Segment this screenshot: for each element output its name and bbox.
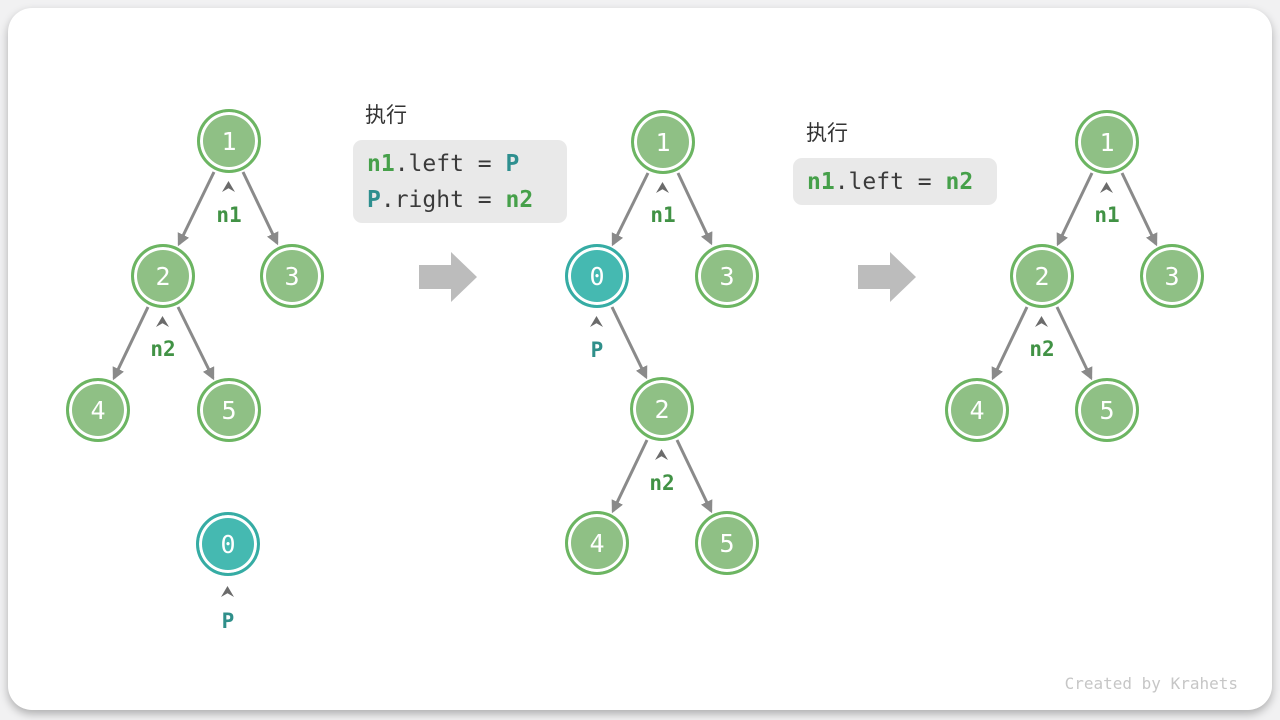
step-arrow-icon [419, 252, 477, 302]
code-token: n2 [945, 168, 974, 195]
pointer-caret-icon [156, 316, 169, 327]
pointer-label-n2: n2 [1029, 337, 1055, 361]
pointer-caret-icon [1035, 316, 1048, 327]
tree1-node-3: 3 [260, 244, 324, 308]
tree1-node-0: 0 [196, 512, 260, 576]
code-line: P.right = n2 [367, 182, 567, 218]
code-box-remove: n1.left = n2 [793, 158, 997, 205]
code-line: n1.left = P [367, 146, 567, 182]
code-token: n1 [807, 168, 835, 195]
exec-title: 执行 [365, 103, 407, 127]
pointer-caret-icon [222, 181, 235, 192]
tree2-node-3: 3 [695, 244, 759, 308]
code-token: n1 [367, 150, 395, 177]
code-token: P [367, 186, 381, 213]
code-token: .left = [834, 168, 946, 195]
pointer-label-n1: n1 [1094, 203, 1120, 227]
pointer-caret-icon [1100, 182, 1113, 193]
pointer-caret-icon [655, 449, 668, 460]
tree1-node-1: 1 [197, 109, 261, 173]
tree1-node-2: 2 [131, 244, 195, 308]
tree3-node-4: 4 [945, 378, 1009, 442]
tree2-node-0: 0 [565, 244, 629, 308]
exec-title: 执行 [806, 121, 848, 145]
code-token: P [505, 150, 520, 177]
tree2-node-1: 1 [631, 110, 695, 174]
step-arrow-icon [858, 252, 916, 302]
code-token: n2 [505, 186, 534, 213]
code-token: .right = [380, 186, 506, 213]
tree2-node-4: 4 [565, 511, 629, 575]
tree3-node-3: 3 [1140, 244, 1204, 308]
pointer-label-n2: n2 [150, 337, 176, 361]
pointer-label-p: P [590, 338, 604, 362]
pointer-label-n1: n1 [216, 203, 242, 227]
code-line: n1.left = n2 [807, 169, 997, 195]
code-token: .left = [394, 150, 506, 177]
code-box-insert: n1.left = P P.right = n2 [353, 140, 567, 223]
pointer-label-n1: n1 [650, 203, 676, 227]
pointer-label-p: P [221, 609, 235, 633]
pointer-label-n2: n2 [649, 471, 675, 495]
tree1-node-4: 4 [66, 378, 130, 442]
tree2-node-5: 5 [695, 511, 759, 575]
tree1-node-5: 5 [197, 378, 261, 442]
pointer-caret-icon [590, 316, 603, 327]
panel-background [8, 8, 1272, 710]
tree2-node-2: 2 [630, 377, 694, 441]
tree3-node-1: 1 [1075, 110, 1139, 174]
pointer-caret-icon [221, 586, 234, 597]
pointer-caret-icon [656, 182, 669, 193]
tree3-node-2: 2 [1010, 244, 1074, 308]
credit-text: Created by Krahets [1064, 674, 1238, 693]
tree3-node-5: 5 [1075, 378, 1139, 442]
